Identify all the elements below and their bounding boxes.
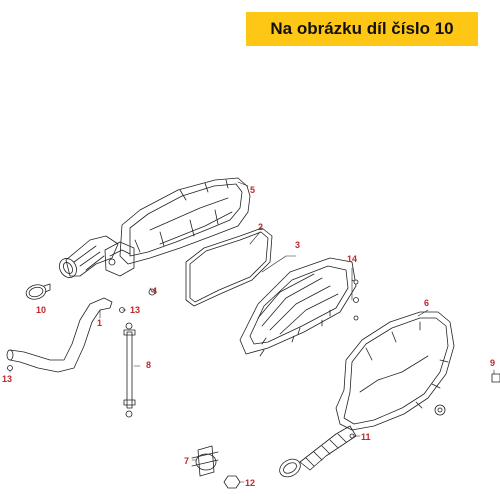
intake-duct	[59, 235, 119, 278]
callout-12: 12	[245, 478, 255, 488]
leader-lines	[9, 181, 495, 483]
callout-1: 1	[97, 318, 102, 328]
callout-3: 3	[295, 240, 300, 250]
callout-8: 8	[146, 360, 151, 370]
callout-2: 2	[258, 222, 263, 232]
air-filter-element	[239, 257, 357, 357]
filter-gasket	[185, 227, 273, 307]
hose-clamp	[25, 283, 51, 300]
callout-9: 9	[490, 358, 495, 368]
callout-5: 5	[250, 185, 255, 195]
air-filter-housing	[104, 177, 251, 277]
callout-13-upper: 13	[130, 305, 140, 315]
part-number-banner: Na obrázku díl číslo 10	[246, 12, 478, 46]
air-filter-cover	[335, 311, 455, 431]
inlet-hose	[279, 425, 357, 478]
callout-labels: 5 2 3 14 4 10 13 1 8 13 6 9 11 7 12	[2, 185, 495, 488]
callout-13-lower: 13	[2, 374, 12, 384]
callout-11: 11	[361, 432, 371, 442]
drain-tube	[6, 297, 113, 373]
banner-text: Na obrázku díl číslo 10	[270, 19, 454, 38]
clamp-bracket	[191, 445, 219, 477]
drain-plug	[123, 322, 136, 418]
callout-6: 6	[424, 298, 429, 308]
callout-14: 14	[347, 254, 357, 264]
callout-7: 7	[184, 456, 189, 466]
callout-4: 4	[152, 286, 157, 296]
callout-10: 10	[36, 305, 46, 315]
